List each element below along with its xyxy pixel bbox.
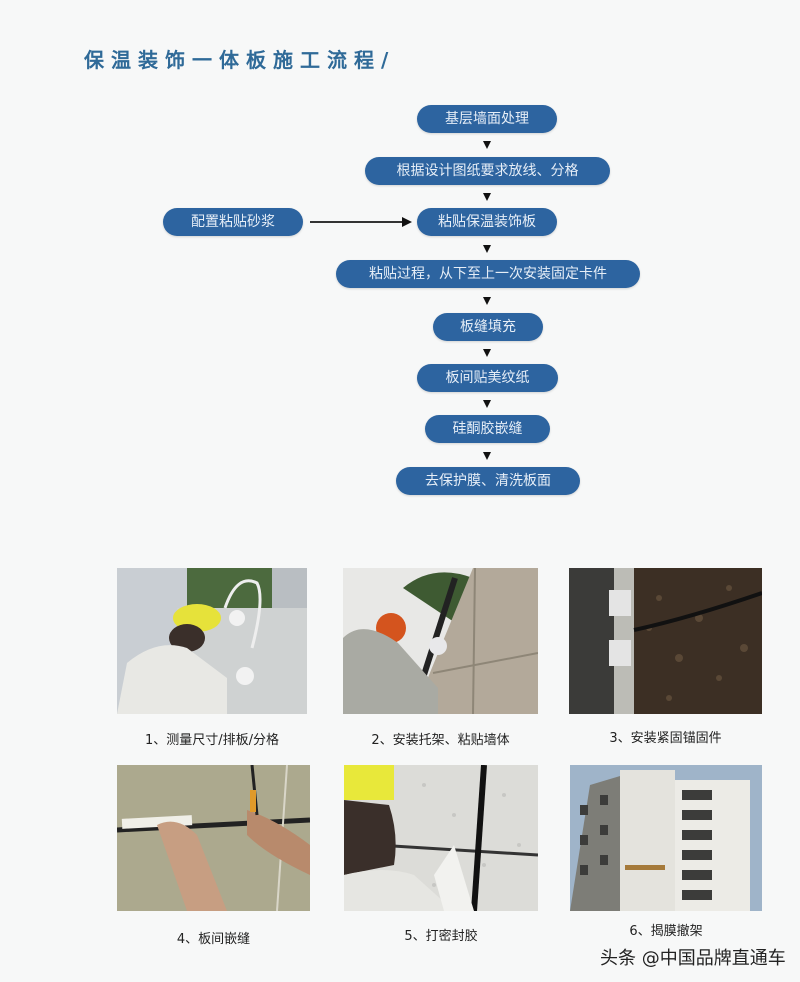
arrow-down-icon — [483, 297, 491, 305]
arrow-down-icon — [483, 193, 491, 201]
photo-caption-4: 4、板间嵌缝 — [176, 932, 251, 947]
flow-step-1: 基层墙面处理 — [417, 105, 557, 133]
photo-caption-1: 1、测量尺寸/排板/分格 — [144, 733, 280, 748]
flow-step-5: 板缝填充 — [433, 313, 543, 341]
photo-caption-5: 5、打密封胶 — [404, 929, 478, 944]
arrow-down-icon — [483, 349, 491, 357]
flow-step-6: 板间贴美纹纸 — [417, 364, 558, 392]
flow-step-4: 粘贴过程，从下至上一次安装固定卡件 — [336, 260, 640, 288]
arrow-down-icon — [483, 245, 491, 253]
watermark: 头条 @中国品牌直通车 — [600, 948, 786, 969]
photo-anchor-fixings — [569, 568, 762, 714]
photo-joint-fill — [117, 765, 310, 911]
photo-caption-6: 6、揭膜撤架 — [629, 924, 703, 939]
photo-caption-2: 2、安装托架、粘贴墙体 — [371, 733, 510, 748]
photo-sealant — [344, 765, 538, 911]
arrow-right-icon — [310, 217, 412, 227]
flow-step-2: 根据设计图纸要求放线、分格 — [365, 157, 610, 185]
flow-step-8: 去保护膜、清洗板面 — [396, 467, 580, 495]
flow-step-7: 硅酮胶嵌缝 — [425, 415, 550, 443]
arrow-down-icon — [483, 452, 491, 460]
photo-building — [570, 765, 762, 911]
page-title: 保温装饰一体板施工流程/ — [84, 48, 396, 72]
photo-measure — [117, 568, 307, 714]
arrow-down-icon — [483, 400, 491, 408]
photo-caption-3: 3、安装紧固锚固件 — [609, 731, 722, 746]
arrow-down-icon — [483, 141, 491, 149]
flow-step-3: 粘贴保温装饰板 — [417, 208, 557, 236]
flow-side-input: 配置粘贴砂浆 — [163, 208, 303, 236]
photo-install-bracket — [343, 568, 538, 714]
